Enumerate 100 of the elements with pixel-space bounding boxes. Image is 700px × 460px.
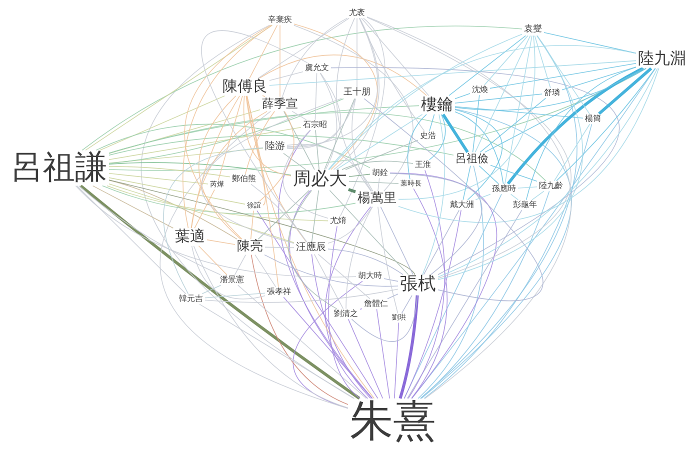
connection-line bbox=[108, 162, 292, 176]
connection-line bbox=[333, 18, 380, 170]
connection-line bbox=[163, 147, 264, 294]
connection-line bbox=[258, 190, 310, 240]
connection-line bbox=[75, 185, 356, 278]
connection-line bbox=[554, 124, 590, 182]
connection-line bbox=[289, 190, 372, 399]
connection-line bbox=[294, 24, 378, 170]
connection-line bbox=[202, 284, 222, 294]
connection-line bbox=[387, 294, 398, 300]
connection-line bbox=[108, 180, 416, 275]
name-label: 陳亮 bbox=[236, 240, 264, 254]
name-label: 樓鑰 bbox=[420, 96, 454, 114]
connection-line bbox=[315, 130, 320, 170]
connection-line bbox=[454, 109, 502, 200]
connection-line bbox=[490, 63, 636, 89]
connection-line bbox=[518, 186, 538, 188]
name-label: 尤焴 bbox=[329, 216, 347, 226]
connection-line bbox=[544, 32, 636, 54]
connection-line bbox=[256, 210, 378, 399]
connection-line bbox=[191, 96, 240, 228]
connection-line bbox=[438, 68, 658, 278]
name-label: 虞允文 bbox=[304, 64, 330, 72]
connection-line bbox=[420, 190, 550, 399]
name-label: 朱熹 bbox=[349, 399, 437, 445]
name-label: 彭龜年 bbox=[512, 200, 538, 210]
connection-line bbox=[262, 95, 266, 98]
connection-line bbox=[429, 114, 435, 132]
connection-line bbox=[250, 254, 348, 405]
connection-line bbox=[243, 96, 292, 176]
connection-line bbox=[361, 18, 430, 96]
connection-line bbox=[366, 17, 571, 279]
connection-line bbox=[423, 210, 460, 275]
connection-line bbox=[82, 26, 522, 151]
name-label: 袁燮 bbox=[523, 25, 543, 35]
connection-line bbox=[378, 206, 398, 314]
connection-line bbox=[246, 96, 375, 399]
connection-line bbox=[108, 109, 260, 154]
connection-line bbox=[206, 239, 236, 245]
connection-line bbox=[234, 254, 246, 276]
connection-line bbox=[324, 206, 372, 399]
name-label: 劉清之 bbox=[333, 310, 359, 318]
connection-line bbox=[311, 190, 319, 242]
connection-line bbox=[286, 18, 378, 147]
connection-line bbox=[294, 24, 414, 192]
connection-line bbox=[318, 254, 370, 300]
connection-line bbox=[366, 16, 570, 399]
connection-line bbox=[198, 246, 228, 276]
connection-line bbox=[311, 254, 371, 399]
connection-line bbox=[454, 94, 542, 104]
connection-line bbox=[534, 35, 551, 88]
connection-line bbox=[376, 308, 390, 399]
connection-line bbox=[102, 185, 356, 214]
connection-line bbox=[346, 206, 373, 310]
connection-line bbox=[454, 68, 647, 111]
connection-line bbox=[191, 246, 266, 300]
connection-line bbox=[108, 148, 264, 164]
connection-line bbox=[269, 71, 304, 81]
name-label: 楊簡 bbox=[584, 114, 602, 124]
connection-line bbox=[100, 96, 225, 151]
connection-line bbox=[259, 54, 427, 96]
connection-line bbox=[108, 180, 238, 240]
connection-line bbox=[108, 112, 546, 182]
connection-line bbox=[404, 210, 462, 399]
connection-line bbox=[342, 160, 414, 170]
connection-line bbox=[421, 108, 572, 399]
connection-line bbox=[348, 318, 384, 399]
connection-line bbox=[454, 106, 584, 118]
connection-line bbox=[408, 170, 446, 399]
name-label: 張栻 bbox=[399, 276, 437, 294]
name-label: 詹體仁 bbox=[363, 300, 389, 308]
connection-line bbox=[286, 98, 356, 150]
connection-line bbox=[442, 114, 469, 154]
connection-line bbox=[314, 72, 318, 120]
connection-line bbox=[356, 18, 358, 88]
connection-line bbox=[429, 114, 446, 160]
connection-line bbox=[283, 296, 373, 399]
connection-line bbox=[504, 35, 532, 184]
name-label: 陸九齡 bbox=[538, 182, 564, 190]
connection-line bbox=[380, 206, 414, 275]
name-label: 周必大 bbox=[292, 170, 348, 190]
name-label: 韓元吉 bbox=[178, 294, 204, 304]
connection-line bbox=[394, 322, 400, 399]
connection-line bbox=[351, 295, 418, 342]
connection-line bbox=[348, 188, 356, 194]
connection-line bbox=[438, 35, 583, 280]
connection-line bbox=[328, 248, 404, 275]
name-label: 孫應時 bbox=[491, 184, 517, 194]
connection-line bbox=[108, 98, 344, 164]
connection-line bbox=[407, 114, 427, 180]
connection-line bbox=[418, 165, 484, 399]
connection-line bbox=[108, 166, 230, 178]
connection-line bbox=[506, 67, 644, 185]
name-label: 薛季宣 bbox=[261, 98, 299, 110]
connection-line bbox=[330, 67, 620, 275]
connection-line bbox=[190, 110, 268, 228]
connection-line bbox=[286, 144, 374, 192]
connection-line bbox=[598, 67, 652, 115]
name-label: 王淮 bbox=[414, 160, 432, 170]
name-label: 呂祖儉 bbox=[454, 153, 490, 165]
